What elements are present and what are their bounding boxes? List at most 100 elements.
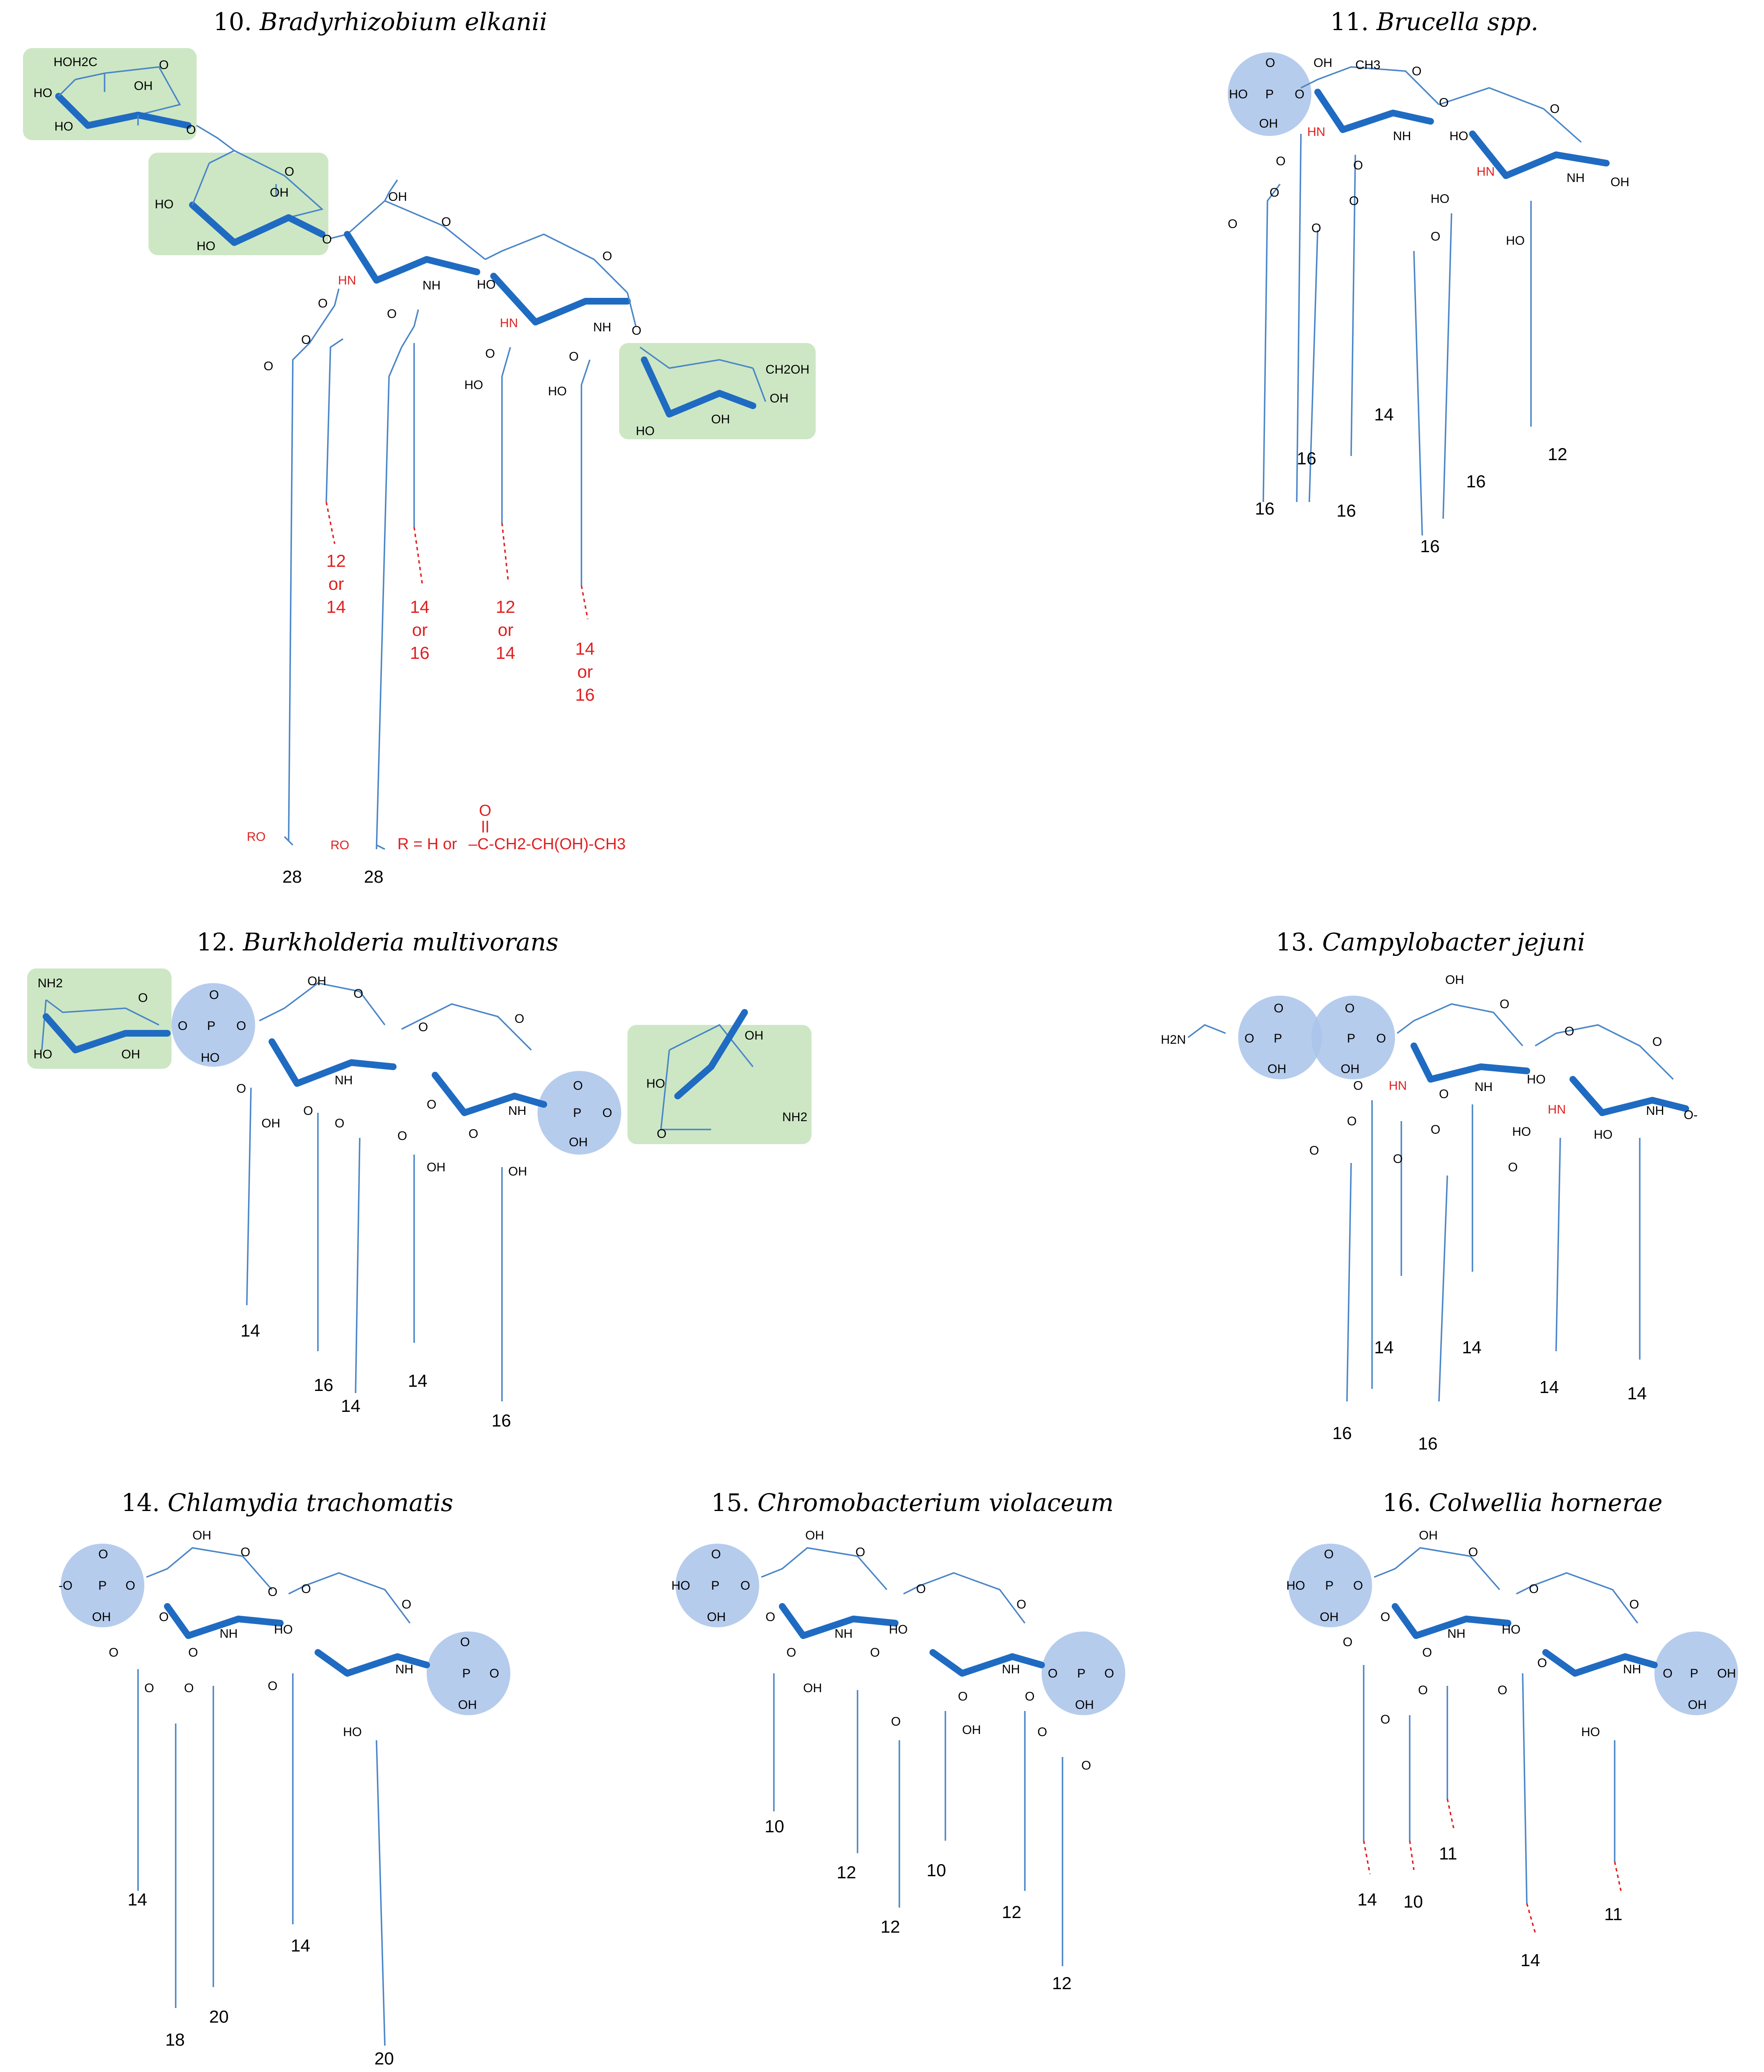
panel-10-title: 10. Bradyrhizobium elkanii [213,8,547,36]
atom-label: HO [54,120,73,133]
atom-label: HO [889,1623,908,1637]
atom-label: O [1439,1087,1449,1101]
atom-label: P [207,1019,215,1033]
chain-length-label: or [577,662,593,681]
atom-label: OH [569,1135,588,1149]
atom-label: O [1376,1032,1386,1045]
chain-length-label: 16 [492,1411,511,1430]
atom-label: HO [155,197,174,211]
atom-label: OH [805,1529,824,1542]
atom-label: H2N [1161,1033,1186,1047]
atom-label: O [958,1690,968,1703]
chain-length-label: 14 [1357,1890,1377,1909]
panel-13-title: 13. Campylobacter jejuni [1276,928,1585,956]
chain-length-label: 16 [1255,499,1275,518]
chain-length-label: 14 [241,1321,260,1340]
atom-label: O [740,1579,750,1593]
chain-length-label: 14 [1521,1950,1540,1970]
atom-label: O [1537,1656,1547,1670]
atom-label: O [397,1129,407,1143]
atom-label: O [1353,1579,1363,1593]
atom-label: O [301,1582,311,1596]
panel-16-title: 16. Colwellia hornerae [1383,1488,1662,1517]
chain-length-label: 14 [341,1396,361,1416]
atom-label: O [268,1679,277,1693]
atom-label: OH [1313,56,1332,70]
atom-label: NH [1567,171,1585,185]
atom-label: OH [770,392,789,405]
chain-length-label: 18 [165,2030,185,2049]
atom-label: HO [477,278,496,292]
atom-label: NH [1646,1104,1664,1118]
atom-label: HN [1548,1103,1566,1117]
atom-label: O [1309,1144,1319,1158]
atom-label: P [1077,1667,1086,1680]
atom-label: O [284,165,294,179]
panel-13-phosphate-circle-1 [1238,996,1322,1079]
atom-label: HOH2C [54,55,97,69]
panel-12-sugar-box-left [27,968,172,1069]
panel-14-chlamydia-trachomatis: 14. Chlamydia trachomatis O -O P O OH OH… [59,1488,510,2068]
atom-label: O [427,1098,436,1112]
atom-label: OH [92,1610,111,1624]
atom-label: O [1347,1114,1357,1128]
atom-label: O [1349,194,1359,208]
atom-label: O [418,1020,428,1034]
atom-label: O [1081,1759,1091,1772]
atom-label: O [186,123,196,137]
panel-12-phosphate-circle-1 [172,983,255,1067]
panel-15-phosphate-circle-1 [676,1544,759,1627]
atom-label: O [916,1582,926,1596]
atom-label: O [125,1579,135,1593]
atom-label: O [1353,159,1363,172]
atom-label: O [159,1610,169,1624]
atom-label: OH [1075,1698,1094,1712]
chain-length-label: 14 [410,597,430,617]
atom-label: O [489,1667,499,1680]
atom-label: O [1270,186,1279,200]
atom-label: NH [220,1627,238,1641]
atom-label: HN [1307,125,1325,139]
atom-label: NH [593,320,611,334]
atom-label: HO [646,1077,665,1091]
atom-label: NH [508,1104,526,1118]
atom-label: O [1564,1024,1574,1038]
atom-label: O [602,1106,612,1120]
atom-label: O [569,350,579,364]
panel-12-title: 12. Burkholderia multivorans [197,928,558,956]
atom-label: OH [1419,1529,1438,1542]
atom-label: NH [1393,129,1411,143]
atom-label: O [268,1585,277,1599]
panel-13-phosphate-circle-2 [1311,996,1395,1079]
panel-11-brucella: 11. Brucella spp. O HO P O OH OH CH3 O O… [1228,8,1629,556]
atom-label: OH [307,974,326,988]
chain-length-label: 14 [128,1890,147,1909]
atom-label: NH [1623,1662,1641,1676]
atom-label: O [1422,1646,1432,1660]
panel-10-bradyrhizobium-elkanii: 10. Bradyrhizobium elkanii [23,8,816,886]
atom-label: O [1025,1690,1034,1703]
chain-length-label: 20 [209,2007,229,2026]
atom-label: O [387,307,397,321]
atom-label: HO [1431,192,1449,206]
atom-label: O [515,1012,524,1026]
atom-label: P [573,1106,581,1120]
atom-label: NH [1447,1627,1465,1641]
atom-label: OH [1610,175,1629,189]
atom-label: HO [1502,1623,1521,1637]
atom-label: O [1104,1667,1114,1680]
chain-length-label: 16 [1418,1434,1438,1453]
atom-label: RO [330,838,349,852]
chain-length-label: or [328,574,344,594]
atom-label: NH [1475,1080,1493,1094]
chain-length-label: 16 [314,1375,333,1395]
atom-label: HO [1581,1725,1600,1739]
chain-length-label: 12 [1548,444,1567,464]
atom-label: OH [121,1048,140,1061]
atom-label: O [335,1117,344,1130]
atom-label: P [1347,1032,1355,1045]
atom-label: OH [711,412,730,426]
atom-label: OH [192,1529,211,1542]
chain-length-label: 16 [410,643,430,663]
chain-length-label: 14 [575,639,595,658]
